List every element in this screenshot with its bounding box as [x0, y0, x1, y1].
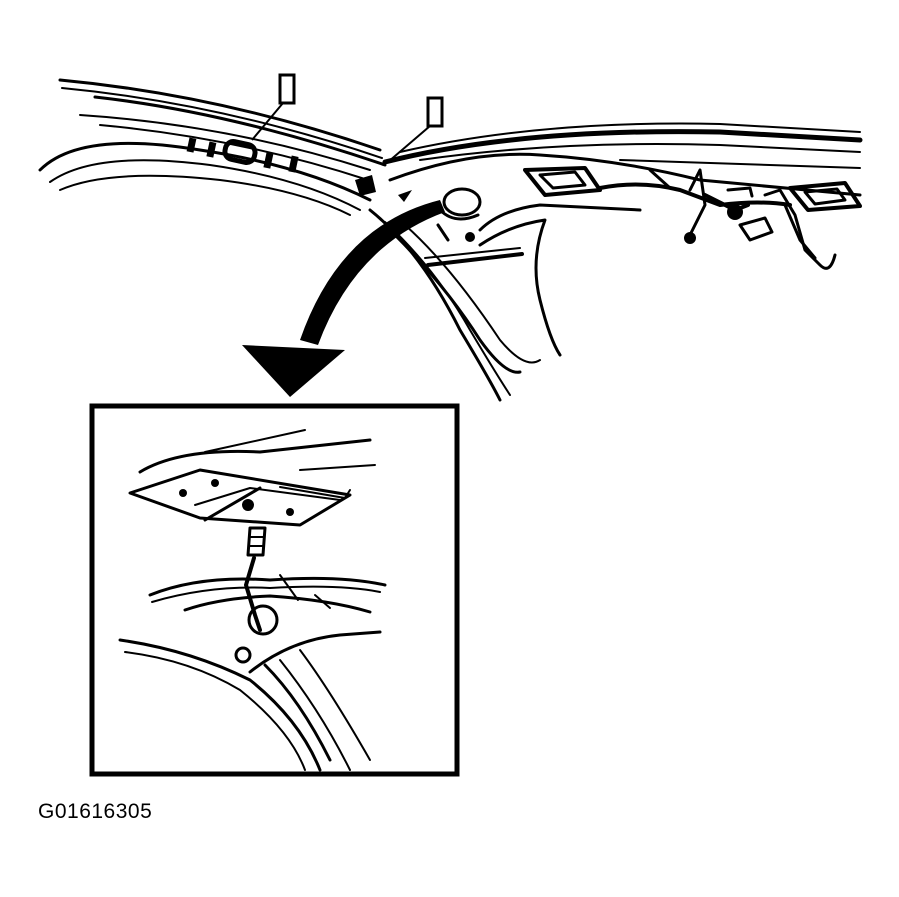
wiring-harness [598, 168, 837, 270]
roof-rail [38, 78, 387, 216]
figure-id-label: G01616305 [38, 800, 153, 823]
door-opening [368, 203, 642, 402]
detail-inset [89, 403, 460, 777]
callout-1-right [387, 96, 444, 163]
windshield-header [382, 122, 863, 197]
detail-arrow [242, 200, 445, 397]
rail-slots [186, 137, 299, 173]
rail-fastener [355, 175, 376, 196]
callout-1-left [251, 73, 296, 141]
